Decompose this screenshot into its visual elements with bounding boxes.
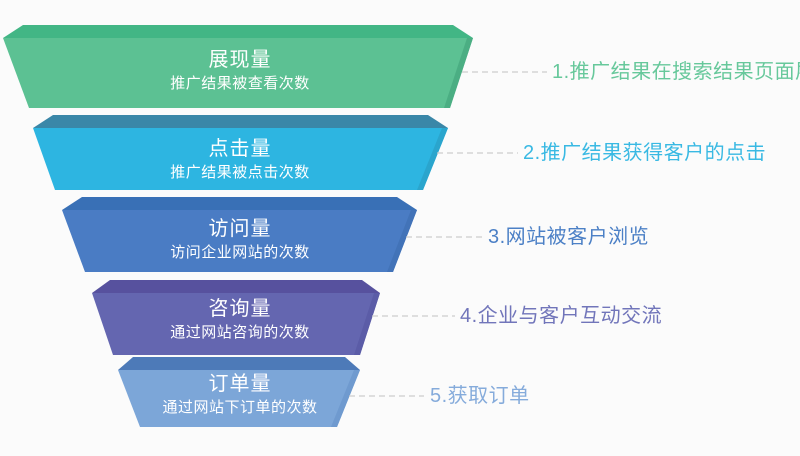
funnel-level-1-edge (444, 38, 473, 108)
annotation-4: 4.企业与客户互动交流 (460, 305, 663, 327)
funnel-level-2-lid (33, 115, 448, 128)
funnel-level-4-front (92, 293, 380, 355)
funnel-level-3-front (62, 210, 417, 272)
funnel-level-5-edge (331, 370, 360, 427)
funnel-level-4-lid (92, 280, 380, 293)
annotation-2: 2.推广结果获得客户的点击 (523, 142, 767, 164)
funnel-level-2-edge (417, 128, 448, 190)
funnel-level-1-lid (3, 25, 473, 38)
funnel-level-5-lid (118, 357, 360, 370)
funnel-level-3-shape (62, 197, 417, 272)
annotation-1: 1.推广结果在搜索结果页面展现 (552, 61, 800, 83)
funnel-level-5-shape (118, 357, 360, 427)
funnel-level-3-lid (62, 197, 417, 210)
funnel-level-1-shape (3, 25, 473, 108)
annotation-3: 3.网站被客户浏览 (488, 226, 650, 248)
annotation-5: 5.获取订单 (430, 385, 530, 407)
funnel-level-4-shape (92, 280, 380, 355)
funnel-level-4-edge (354, 293, 380, 355)
funnel-level-1-front (3, 38, 473, 108)
funnel-level-5-front (118, 370, 360, 427)
funnel-level-2-shape (33, 115, 448, 190)
funnel-level-3-edge (387, 210, 417, 272)
funnel-level-2-front (33, 128, 448, 190)
